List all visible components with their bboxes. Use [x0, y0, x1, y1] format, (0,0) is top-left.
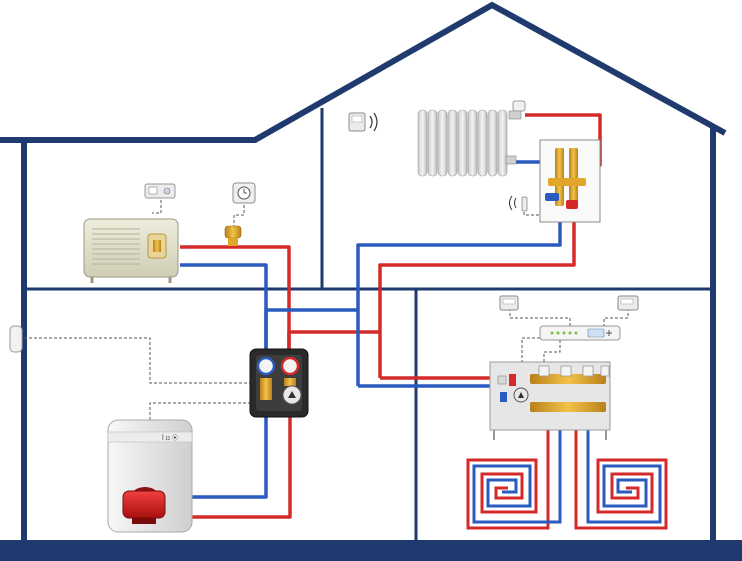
panel-radiator	[417, 100, 526, 177]
manifold-bar-2	[569, 148, 578, 206]
floor-manifold-top-bar	[530, 374, 606, 384]
pump-station	[249, 348, 309, 418]
pipe-boiler-return	[190, 416, 268, 499]
manifold-port-1	[548, 178, 586, 186]
manifold-red-valve	[566, 200, 578, 209]
pipe-attic-supply	[378, 218, 576, 378]
loop-left-red	[466, 410, 550, 530]
signal-waves-icon	[509, 195, 517, 211]
pump-station-valve-2	[284, 378, 296, 386]
pipe-main-supply	[287, 330, 380, 350]
loop-right-blue	[586, 410, 662, 524]
plus-icon	[606, 330, 612, 336]
zone-controller	[539, 325, 621, 341]
floor-manifold-bottom-bar	[530, 402, 606, 412]
pipe-network	[180, 113, 602, 519]
signal-waves-icon	[369, 112, 378, 132]
wire-valve-thermostat	[233, 205, 245, 226]
pipe-convector-supply	[180, 245, 291, 350]
boiler-with-burner: ꟾ ɪɪ ⦿	[107, 419, 193, 533]
convector-heater	[83, 218, 179, 283]
clock-thermostat	[232, 182, 256, 204]
pump-arrow-icon	[288, 391, 296, 398]
loop-right-red	[574, 410, 668, 530]
boiler-label: ꟾ ɪɪ ⦿	[162, 435, 178, 442]
pump-station-valve	[260, 378, 272, 400]
pipe-attic-return	[356, 218, 562, 386]
manifold-bar-1	[555, 148, 564, 206]
wall-thermostat-convector	[144, 183, 176, 199]
floor-heating-manifold	[489, 361, 611, 440]
wire-outdoor-sensor	[24, 337, 250, 384]
radiator-fins	[417, 109, 508, 177]
radiator-lockshield	[505, 155, 517, 165]
outdoor-sensor	[9, 325, 23, 353]
loop-left-blue	[472, 410, 562, 524]
wire-zone-thermo-1	[509, 308, 571, 328]
radiator-valve-head	[512, 100, 526, 112]
radiator-manifold	[539, 139, 601, 223]
pressure-gauge-blue	[256, 356, 276, 376]
control-wiring	[24, 200, 629, 420]
boiler-control-strip	[107, 431, 193, 443]
floor-mixing-valve-blue	[500, 392, 507, 402]
roof-outline	[0, 1, 727, 143]
wireless-sensor	[509, 195, 528, 212]
burner-base	[132, 518, 156, 524]
convector-valve	[153, 240, 161, 252]
wire-convector-thermostat	[152, 200, 162, 214]
thermostatic-valve	[224, 225, 242, 246]
pressure-gauge-red	[280, 356, 300, 376]
house-foundation	[0, 540, 742, 561]
manifold-blue-valve	[545, 193, 559, 201]
floor-manifold-actuators	[538, 365, 610, 377]
pipe-boiler-supply	[190, 416, 292, 519]
wire-boiler	[149, 402, 250, 420]
radiator-valve-body	[508, 110, 522, 120]
floor-heating-loops	[466, 410, 668, 530]
floor-mixing-valve-red	[509, 374, 516, 386]
pipe-convector-return	[180, 263, 268, 350]
floor-manifold-valve	[497, 375, 507, 385]
zone-thermostat-2	[617, 295, 639, 311]
wire-zone-thermo-2	[603, 308, 629, 326]
zone-thermostat-1	[499, 295, 519, 311]
wire-zone-actuators	[543, 340, 561, 370]
pipe-main-return	[264, 308, 358, 350]
convector-grille	[92, 228, 140, 265]
burner-housing	[122, 490, 166, 519]
wireless-thermostat	[348, 112, 378, 132]
wire-pump-link	[521, 337, 540, 372]
